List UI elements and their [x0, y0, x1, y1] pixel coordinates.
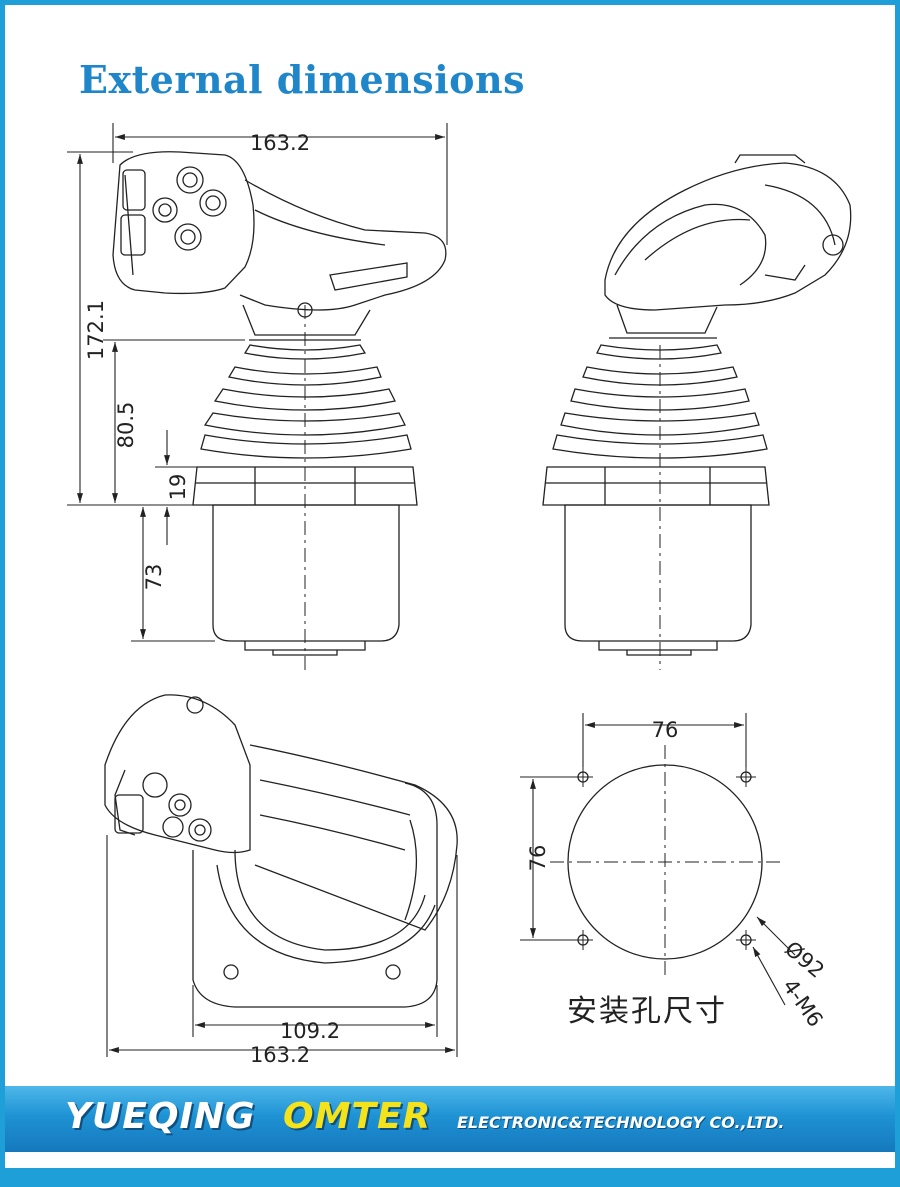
dim-hole-spacing-h: 76 — [652, 718, 679, 742]
front-view — [112, 151, 447, 670]
brand-name-2: OMTER — [283, 1096, 432, 1137]
bottom-strip — [5, 1168, 895, 1182]
page-title: External dimensions — [79, 57, 525, 102]
brand-name-3: ELECTRONIC&TECHNOLOGY CO.,LTD. — [457, 1113, 785, 1132]
technical-drawing: 163.2 172.1 80.5 19 73 109.2 163.2 76 76… — [67, 123, 852, 1067]
dim-screws: 4-M6 — [778, 975, 828, 1032]
company-banner: YUEQING OMTER ELECTRONIC&TECHNOLOGY CO.,… — [5, 1086, 895, 1164]
top-view-dimensions — [106, 835, 458, 1057]
mounting-hole-label: 安装孔尺寸 — [567, 994, 727, 1029]
dim-diameter: Ø92 — [780, 937, 829, 983]
dim-hole-spacing-v: 76 — [526, 845, 550, 872]
side-view — [542, 154, 852, 670]
mounting-view-dimensions — [520, 713, 796, 1006]
top-view — [104, 694, 458, 1008]
dim-height-upper: 80.5 — [114, 402, 138, 449]
dim-width-bottom-outer: 163.2 — [250, 1043, 310, 1067]
dim-height-body: 73 — [142, 564, 166, 591]
dim-height-flange: 19 — [166, 474, 190, 501]
dim-height-total: 172.1 — [84, 300, 108, 360]
dim-width-bottom-inner: 109.2 — [280, 1019, 340, 1043]
dim-width-top: 163.2 — [250, 131, 310, 155]
brand-name-1: YUEQING — [65, 1096, 256, 1137]
mounting-view — [550, 745, 780, 977]
front-view-dimensions — [67, 123, 448, 642]
